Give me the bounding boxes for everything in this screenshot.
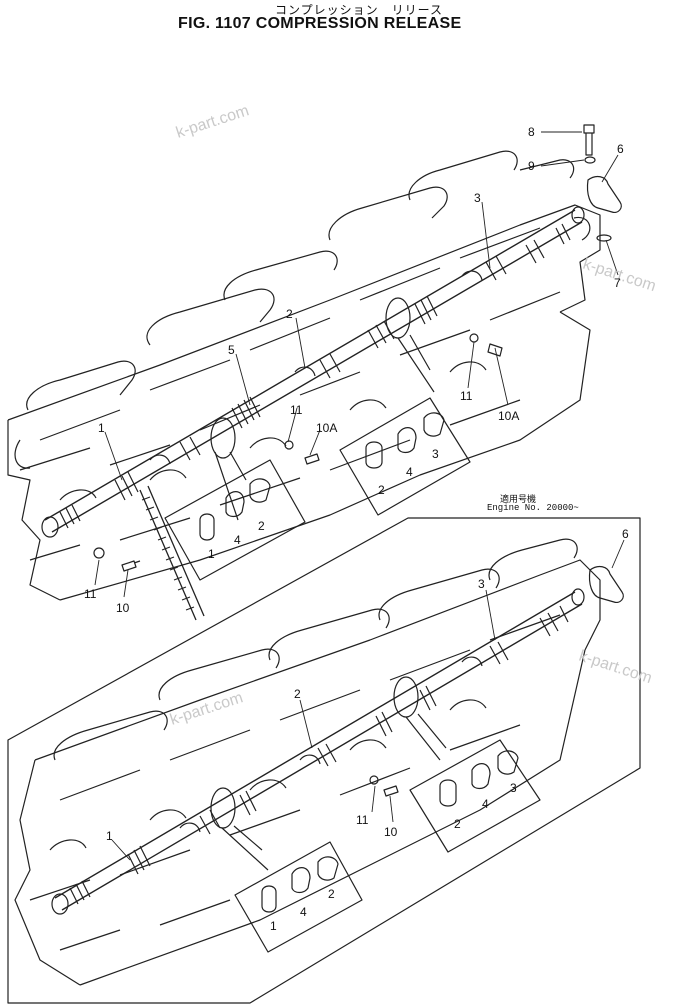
upper-detail-box-left [164, 459, 306, 581]
upper-right-part-3: 3 [432, 447, 439, 461]
lower-leader-lines [111, 539, 625, 861]
callout-3-lower: 3 [478, 577, 485, 591]
upper-cylinder-head [7, 150, 601, 601]
figure-title: FIG. 1107 COMPRESSION RELEASE [178, 15, 462, 32]
watermark-1: k-part.com [174, 102, 251, 142]
upper-hardware [93, 124, 622, 572]
callout-10-upper: 10 [116, 601, 130, 615]
callout-2-lower: 2 [294, 687, 301, 701]
upper-detail-leaders [210, 297, 435, 521]
upper-callout-labels: 1 2 3 5 6 7 8 9 10 10A 10A 11 11 11 [84, 125, 624, 615]
callout-10a-left: 10A [316, 421, 337, 435]
lower-right-part-4: 4 [482, 797, 489, 811]
upper-right-part-4: 4 [406, 465, 413, 479]
lower-detail-box-right [409, 739, 541, 853]
callout-2-upper: 2 [286, 307, 293, 321]
callout-6-lower: 6 [622, 527, 629, 541]
lower-cylinder-head [14, 538, 601, 986]
callout-3-upper: 3 [474, 191, 481, 205]
lower-camshaft [51, 588, 585, 915]
upper-camshaft [41, 206, 585, 538]
lower-left-part-2: 2 [328, 887, 335, 901]
lower-right-part-2: 2 [454, 817, 461, 831]
upper-left-part-4: 4 [234, 533, 241, 547]
lower-frame [7, 517, 641, 1004]
applicability-engine: Engine No. 20000~ [487, 503, 579, 513]
upper-leader-lines [94, 131, 619, 598]
lower-left-part-1: 1 [270, 919, 277, 933]
callout-6-upper: 6 [617, 142, 624, 156]
lower-right-part-3: 3 [510, 781, 517, 795]
lower-hardware [369, 565, 624, 797]
callout-1-lower: 1 [106, 829, 113, 843]
applicability-jp: 適用号機 [500, 495, 537, 505]
watermark-3: k-part.com [577, 648, 654, 688]
callout-10a-right: 10A [498, 409, 519, 423]
watermark-4: k-part.com [168, 689, 245, 729]
callout-11-lower: 11 [356, 813, 369, 827]
upper-left-part-1: 1 [208, 547, 215, 561]
callout-7-upper: 7 [614, 276, 621, 290]
callout-11-mid: 11 [290, 403, 303, 417]
lower-detail-labels: 1 4 2 2 4 3 [270, 781, 517, 933]
title-japanese: コンプレッション リリース [275, 3, 444, 17]
callout-9-upper: 9 [528, 159, 535, 173]
upper-detail-labels: 1 4 2 2 4 3 [208, 447, 439, 561]
lower-detail-leaders [210, 676, 447, 871]
upper-right-part-2: 2 [378, 483, 385, 497]
callout-10-lower: 10 [384, 825, 398, 839]
upper-hose [139, 485, 205, 621]
upper-detail-box-right [339, 397, 471, 516]
callout-11-right: 11 [460, 389, 473, 403]
lower-detail-box-left [234, 841, 363, 953]
lower-left-part-4: 4 [300, 905, 307, 919]
lower-callout-labels: 1 2 3 6 10 11 [106, 527, 629, 843]
callout-11-left: 11 [84, 587, 97, 601]
callout-5-upper: 5 [228, 343, 235, 357]
callout-1-upper: 1 [98, 421, 105, 435]
upper-left-part-2: 2 [258, 519, 265, 533]
callout-8-upper: 8 [528, 125, 535, 139]
